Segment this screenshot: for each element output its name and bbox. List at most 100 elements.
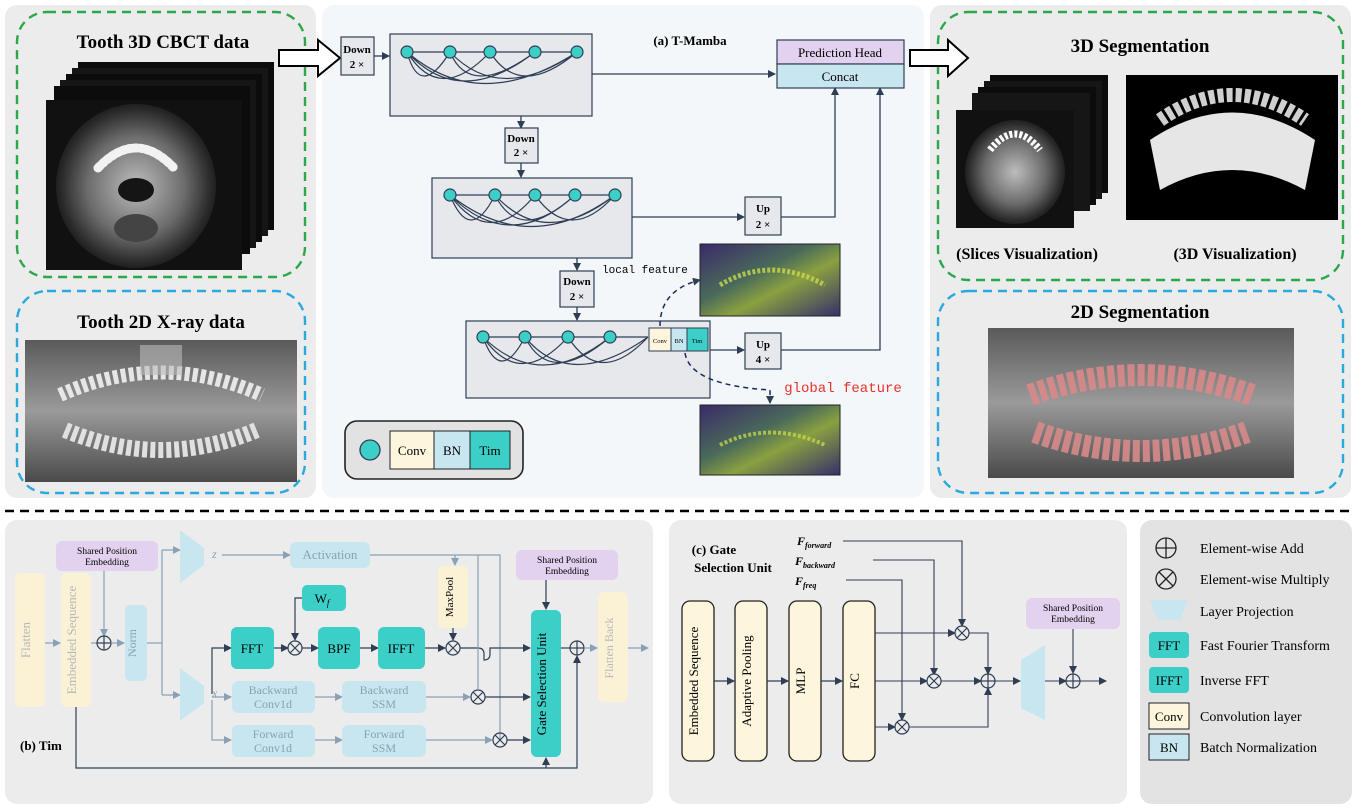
legend-fft-box-label: FFT <box>1158 638 1180 653</box>
wf-label: Wf <box>315 591 331 608</box>
slices-vis-label: (Slices Visualization) <box>956 246 1098 263</box>
up-2-label: Up <box>756 339 770 351</box>
seg3d-frame <box>936 10 1345 282</box>
fft-label: FFT <box>241 641 263 656</box>
concat-box <box>776 63 905 89</box>
f-backward-label: Fbackward <box>794 554 836 570</box>
embedded-seq-label: Embedded Sequence <box>64 585 79 694</box>
down-1-factor: 2 × <box>350 59 365 71</box>
norm-box <box>125 605 147 681</box>
xray-image <box>25 340 297 482</box>
mini-bn-label: BN <box>674 338 683 345</box>
forward-ssm-box <box>342 725 426 757</box>
projection-x <box>180 668 204 721</box>
down-3-label: Down <box>563 276 591 288</box>
forward-conv-box <box>232 725 315 757</box>
down-3-factor: 2 × <box>570 291 585 303</box>
adaptive-pooling-label: Adaptive Pooling <box>739 635 754 727</box>
z-label: z <box>211 547 217 561</box>
level-3-nodes <box>476 330 649 366</box>
legend-ifft-box <box>1149 667 1189 693</box>
fft-box <box>231 627 274 669</box>
mini-conv-label: Conv <box>653 338 668 345</box>
down-block-2 <box>504 127 539 164</box>
legend-bn-icon-label: BN <box>1160 740 1179 755</box>
down-2-label: Down <box>507 133 535 145</box>
up-1-factor: 2 × <box>756 219 771 231</box>
bpf-box <box>318 627 360 669</box>
f-freq-label: Ffreq <box>794 574 816 590</box>
legend-bn-label: BN <box>443 443 462 458</box>
local-feature-label: local feature <box>602 265 688 277</box>
symbol-legend <box>1140 520 1352 804</box>
seg2d-title: 2D Segmentation <box>1071 302 1210 323</box>
legend-bn-desc: Batch Normalization <box>1200 741 1317 756</box>
maxpool-box <box>438 566 468 628</box>
embedded-seq-box <box>61 573 91 707</box>
level-2-nodes <box>443 188 622 228</box>
gate-embedded-seq-label: Embedded Sequence <box>686 626 701 735</box>
flatten-back-label: Flatten Back <box>602 618 616 679</box>
output-arrow <box>909 37 970 79</box>
legend-ifft-label: Inverse FFT <box>1200 674 1269 689</box>
concat-label: Concat <box>822 69 859 84</box>
mlp-label: MLP <box>793 668 808 695</box>
prediction-head-label: Prediction Head <box>798 45 883 60</box>
up-block-1 <box>744 196 782 236</box>
legend-tim-box <box>469 430 511 470</box>
backward-conv-box <box>232 681 315 713</box>
legend-conv-desc: Convolution layer <box>1200 710 1302 725</box>
ifft-box <box>378 627 425 669</box>
mini-tim-label: Tim <box>692 338 703 345</box>
legend-conv-icon-label: Conv <box>1155 709 1184 724</box>
f-forward-label: Fforward <box>796 534 832 550</box>
gate-unit-label: Gate Selection Unit <box>534 632 549 735</box>
shared-pos-box-2 <box>516 550 618 580</box>
activation-label: Activation <box>303 547 358 562</box>
seg3d-slice-stack <box>956 75 1108 228</box>
up-2-factor: 4 × <box>756 354 771 366</box>
flatten-box <box>15 573 45 707</box>
backward-ssm-box <box>342 681 426 713</box>
cbct-slice-stack <box>46 62 274 270</box>
bpf-label: BPF <box>327 641 350 656</box>
flatten-back-box <box>598 592 628 702</box>
legend-projection-icon <box>1150 600 1188 620</box>
down-block-1 <box>340 36 375 76</box>
gate-shared-pos-box <box>1026 598 1120 629</box>
tim-label: (b) Tim <box>20 738 62 753</box>
gate-projection <box>1021 645 1045 720</box>
xray-frame <box>15 289 307 495</box>
legend-fft-box <box>1149 632 1189 658</box>
gate-label-2: Selection Unit <box>694 560 772 575</box>
legend-conv-icon <box>1148 702 1190 730</box>
legend-multiply-icon <box>1155 568 1177 590</box>
gate-panel-bg <box>669 520 1127 804</box>
projection-z <box>180 530 204 583</box>
global-feature-label: global feature <box>784 381 902 397</box>
seg3d-render <box>1126 75 1338 220</box>
mini-tim-box <box>686 327 709 352</box>
down-2-factor: 2 × <box>514 147 529 159</box>
up-block-2 <box>744 332 782 370</box>
down-1-label: Down <box>343 44 371 56</box>
ifft-label: IFFT <box>388 641 415 656</box>
legend-add-label: Element-wise Add <box>1200 542 1304 557</box>
legend-projection-label: Layer Projection <box>1200 605 1294 620</box>
gate-unit-box <box>531 610 561 757</box>
shared-pos-box-1 <box>56 541 158 571</box>
activation-box <box>290 542 370 568</box>
legend-conv-box <box>389 430 435 470</box>
legend-conv-label: Conv <box>398 443 427 458</box>
xray-title: Tooth 2D X-ray data <box>77 312 245 333</box>
level-1-nodes <box>400 45 584 84</box>
legend-tim-label: Tim <box>479 443 500 458</box>
prediction-head-box <box>776 39 905 65</box>
